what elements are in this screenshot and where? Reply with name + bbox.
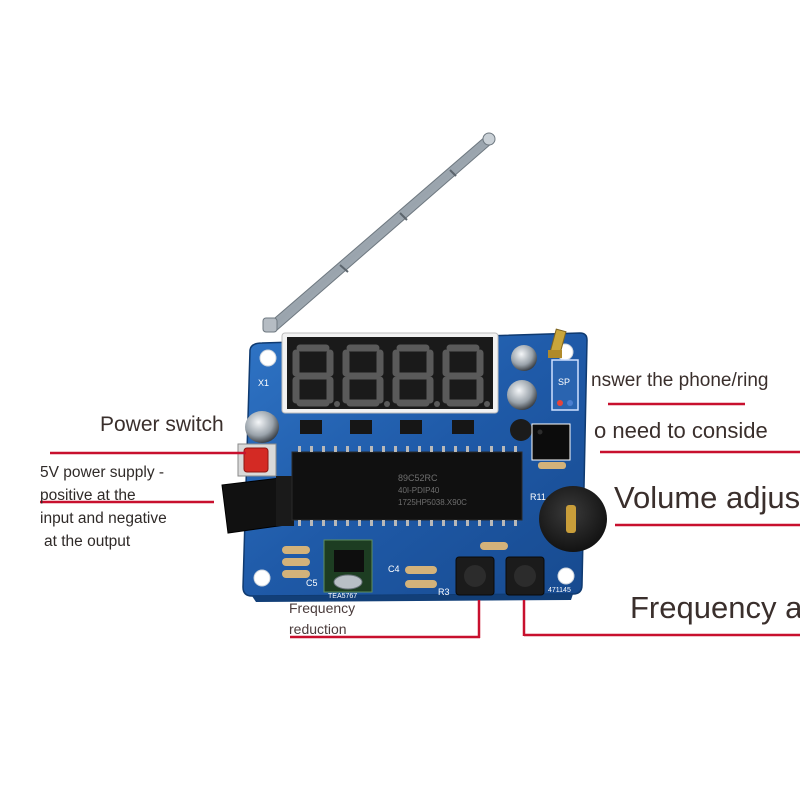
volume-knob [539,486,607,552]
mcu-chip: 89C52RC 40I-PDIP40 1725HP5038.X90C [291,446,523,526]
svg-text:471145: 471145 [548,587,571,594]
power-supply-line-1: 5V power supply - [40,464,165,481]
power-switch [237,443,277,477]
transistors [300,420,474,434]
dc-jack [221,476,294,534]
chip-line-1: 89C52RC [398,473,438,483]
push-buttons [455,556,545,596]
frequency-right-label: Frequency a [630,590,800,625]
answer-phone-label: nswer the phone/ring [591,370,769,391]
no-need-label: o need to conside [594,418,768,443]
svg-text:TEA5767: TEA5767 [328,593,357,600]
power-supply-line-2: positive at the [40,487,136,504]
fm-module [323,539,373,593]
leader-lines [40,402,800,639]
chip-line-3: 1725HP5038.X90C [398,498,467,507]
svg-text:C4: C4 [388,564,400,574]
resistors [282,462,566,588]
svg-text:SP: SP [558,377,570,387]
frequency-reduction-line-1: Frequency [289,600,356,616]
svg-text:R3: R3 [438,587,450,597]
sp-jumper [551,359,579,411]
chip-line-2: 40I-PDIP40 [398,486,440,495]
seven-segment-display [281,332,499,414]
power-supply-line-4: at the output [44,533,131,550]
frequency-reduction-line-2: reduction [289,621,347,637]
svg-text:R11: R11 [530,492,546,502]
small-ic [531,423,571,461]
svg-text:X1: X1 [258,378,269,388]
brass-connector [548,328,567,358]
capacitors [245,345,537,443]
antenna [262,132,496,333]
power-supply-line-3: input and negative [40,510,167,527]
volume-label: Volume adjus [614,480,800,515]
frequency-reduction-label: Frequency reduction [289,598,355,640]
silkscreen-labels: X1 SP C5 C4 R3 R11 TEA5767 471145 [258,377,571,600]
power-switch-label: Power switch [100,413,224,436]
svg-text:C5: C5 [306,578,318,588]
power-supply-label: 5V power supply - positive at the input … [40,461,167,553]
